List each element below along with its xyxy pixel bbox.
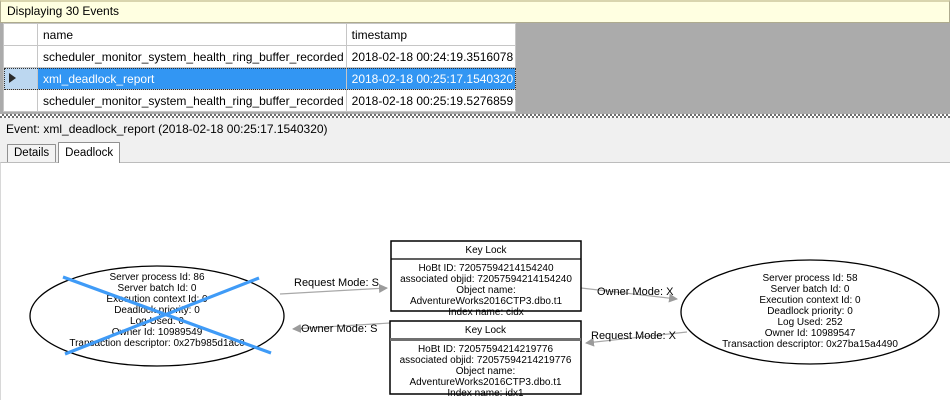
edge-label-request-x: Request Mode: X	[591, 330, 676, 342]
cell-name[interactable]: scheduler_monitor_system_health_ring_buf…	[37, 45, 347, 68]
owner-line: Deadlock priority: 0	[767, 306, 853, 317]
table-row[interactable]: scheduler_monitor_system_health_ring_buf…	[3, 89, 517, 112]
victim-process-details: Server process Id: 86 Server batch Id: 0…	[33, 272, 281, 349]
lock-line: Index name: cidx	[448, 307, 524, 318]
deadlock-graph: Server process Id: 86 Server batch Id: 0…	[1, 163, 950, 400]
key-lock-top-details: HoBt ID: 72057594214154240 associated ob…	[392, 263, 580, 318]
cell-name[interactable]: scheduler_monitor_system_health_ring_buf…	[37, 89, 347, 112]
row-selector-cell[interactable]	[3, 89, 38, 112]
tab-deadlock[interactable]: Deadlock	[58, 142, 121, 163]
edge-label-owner-x: Owner Mode: X	[597, 286, 674, 298]
owner-line: Server process Id: 58	[762, 273, 858, 284]
lock-line: associated objid: 72057594214219776	[399, 355, 572, 366]
current-row-arrow-icon	[9, 73, 16, 83]
victim-line: Server batch Id: 0	[117, 283, 197, 294]
victim-line: Owner Id: 10989549	[111, 327, 203, 338]
events-count-bar: Displaying 30 Events	[0, 0, 950, 23]
victim-line: Log Used: 0	[130, 316, 184, 327]
victim-line: Deadlock priority: 0	[114, 305, 200, 316]
edge-request-s-line	[279, 283, 388, 295]
lock-line: Index name: idx1	[447, 388, 524, 399]
key-lock-top-title: Key Lock	[465, 245, 507, 256]
row-selector-header	[3, 23, 38, 46]
lock-line: associated objid: 72057594214154240	[400, 274, 572, 285]
owner-line: Owner Id: 10989547	[764, 328, 856, 339]
owner-process-ellipse[interactable]	[680, 259, 940, 365]
edge-label-owner-s: Owner Mode: S	[301, 323, 378, 335]
victim-line: Server process Id: 86	[109, 272, 205, 283]
owner-line: Server batch Id: 0	[770, 284, 850, 295]
lock-line: Object name: AdventureWorks2016CTP3.dbo.…	[409, 285, 563, 307]
column-header-timestamp[interactable]: timestamp	[345, 23, 517, 46]
victim-line: Execution context Id: 0	[106, 294, 208, 305]
cell-timestamp[interactable]: 2018-02-18 00:25:17.1540320	[345, 67, 517, 90]
column-header-name[interactable]: name	[37, 23, 347, 46]
table-row-selected[interactable]: xml_deadlock_report 2018-02-18 00:25:17.…	[3, 67, 517, 90]
splitter-handle[interactable]	[0, 114, 950, 118]
victim-line: Transaction descriptor: 0x27b985d1ac0	[69, 338, 245, 349]
owner-line: Log Used: 252	[777, 317, 843, 328]
owner-line: Execution context Id: 0	[759, 295, 861, 306]
cell-timestamp[interactable]: 2018-02-18 00:24:19.3516078	[345, 45, 517, 68]
owner-process-details: Server process Id: 58 Server batch Id: 0…	[686, 273, 934, 350]
lock-line: HoBt ID: 72057594214154240	[418, 263, 554, 274]
events-grid-header-row: name timestamp	[3, 23, 517, 46]
key-lock-top-rect[interactable]	[390, 240, 582, 312]
detail-tabs: Details Deadlock	[7, 142, 122, 163]
owner-line: Transaction descriptor: 0x27ba15a4490	[722, 339, 898, 350]
key-lock-bottom-rect[interactable]	[389, 320, 582, 395]
key-lock-bottom-details: HoBt ID: 72057594214219776 associated ob…	[391, 344, 580, 399]
tab-details[interactable]: Details	[7, 144, 57, 162]
row-selector-cell[interactable]	[3, 45, 38, 68]
edge-owner-x-line	[580, 287, 678, 303]
event-detail-chrome: Event: xml_deadlock_report (2018-02-18 0…	[0, 118, 950, 163]
selected-event-label: Event: xml_deadlock_report (2018-02-18 0…	[6, 122, 328, 136]
edge-owner-s-line	[292, 322, 391, 333]
table-row[interactable]: scheduler_monitor_system_health_ring_buf…	[3, 45, 517, 68]
lock-line: HoBt ID: 72057594214219776	[417, 344, 554, 355]
events-grid: name timestamp scheduler_monitor_system_…	[3, 23, 517, 112]
deadlock-tab-pane: Server process Id: 86 Server batch Id: 0…	[0, 162, 950, 400]
key-lock-bottom-title: Key Lock	[464, 325, 507, 336]
events-grid-region: name timestamp scheduler_monitor_system_…	[0, 23, 950, 115]
row-selector-cell-current[interactable]	[3, 67, 38, 90]
edge-request-x-line	[585, 331, 688, 347]
edge-label-request-s: Request Mode: S	[294, 277, 379, 289]
cell-name[interactable]: xml_deadlock_report	[37, 67, 347, 90]
cell-timestamp[interactable]: 2018-02-18 00:25:19.5276859	[345, 89, 517, 112]
events-count-label: Displaying 30 Events	[7, 4, 120, 18]
lock-line: Object name: AdventureWorks2016CTP3.dbo.…	[409, 366, 562, 388]
